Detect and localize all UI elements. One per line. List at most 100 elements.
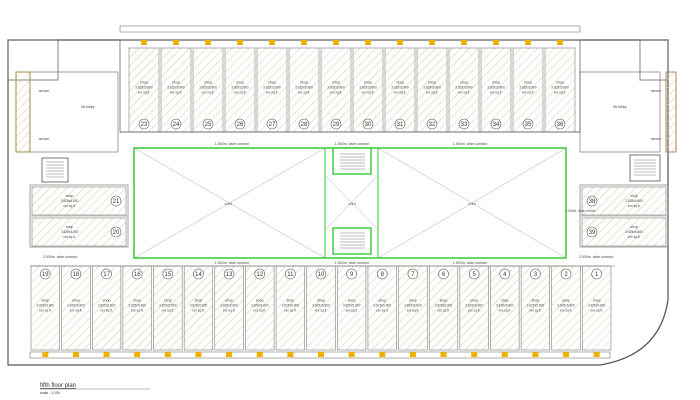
shop-label: shop — [286, 298, 294, 302]
column — [205, 40, 211, 45]
shop-dims: 3.825x5.800 — [519, 85, 537, 89]
shop-dims: 3.825x5.800 — [98, 303, 116, 307]
shop-number-circle — [362, 118, 374, 130]
column — [195, 352, 202, 357]
shop-label: shop — [72, 298, 80, 302]
shop-number: 6 — [442, 272, 446, 278]
shop-dims: 3.825x5.800 — [391, 85, 409, 89]
corridor-label-right: 2.000m. wide corridor — [579, 255, 614, 259]
shop-number-circle — [586, 226, 598, 238]
shop-number-circle — [315, 268, 327, 280]
shop-dims: 3.825x5.800 — [373, 303, 391, 307]
shop-number-circle — [202, 118, 214, 130]
shop-number-circle — [522, 118, 534, 130]
column — [333, 40, 339, 45]
column — [525, 40, 531, 45]
shop-dims: 3.825x5.800 — [312, 303, 330, 307]
shop-area: xxx sq.ft. — [253, 308, 266, 312]
shop-dims: 3.825x5.800 — [527, 303, 545, 307]
shop-number-circle — [138, 118, 150, 130]
stair-top — [332, 147, 372, 175]
shop-area: xxx sq.ft. — [39, 308, 52, 312]
shop-number: 26 — [237, 122, 244, 128]
shop-floor — [490, 265, 520, 351]
shop-number-circle — [426, 118, 438, 130]
shop-label: shop — [440, 298, 448, 302]
shop-number: 2 — [564, 272, 568, 278]
shop-floor — [544, 47, 576, 133]
shop-number: 13 — [226, 272, 233, 278]
shop-floor — [128, 47, 160, 133]
right-service-block — [579, 71, 661, 153]
shop-area: xxx sq.ft. — [138, 90, 151, 94]
shop-label: shop — [428, 80, 436, 84]
shop-label: shop — [378, 298, 386, 302]
stair-top-treads — [340, 153, 365, 170]
shop-number: 30 — [365, 122, 372, 128]
shop-number: 23 — [141, 122, 148, 128]
shop-number: 7 — [411, 272, 415, 278]
shop-dims: 3.825x5.800 — [404, 303, 422, 307]
shop-number-circle — [110, 226, 122, 238]
void-label: void — [468, 201, 475, 206]
shop-dims: 3.825x5.800 — [435, 303, 453, 307]
void-label: void — [224, 201, 231, 206]
shop-number: 10 — [318, 272, 325, 278]
shop-floor — [275, 265, 305, 351]
shop-floor — [256, 47, 288, 133]
shop-number-circle — [170, 118, 182, 130]
shop-dims: 3.825x5.800 — [61, 230, 79, 234]
right-lift-block — [665, 71, 677, 153]
shop-area: xxx sq.ft. — [266, 90, 279, 94]
shop-number: 9 — [350, 272, 354, 278]
void-x — [133, 147, 326, 259]
shop-label: shop — [396, 80, 404, 84]
stair-bottom-treads — [340, 232, 365, 249]
column — [557, 40, 563, 45]
shop-floor — [352, 47, 384, 133]
shop-area: xxx sq.ft. — [490, 90, 503, 94]
left-lift-label: lift lobby — [81, 105, 94, 109]
shop-number-circle — [554, 118, 566, 130]
shop-dims: 3.825x5.800 — [625, 199, 643, 203]
left-block — [7, 39, 59, 81]
shop-number-circle — [40, 268, 51, 280]
shop-floor — [192, 47, 224, 133]
corridor-label-mid: 1.500m. wide corridor — [335, 142, 370, 146]
shop-label: shop — [556, 80, 564, 84]
column — [348, 352, 355, 357]
shop-number-circle — [298, 118, 310, 130]
shop-dims: 3.825x5.800 — [465, 303, 483, 307]
shop-number: 29 — [333, 122, 340, 128]
shop-label: shop — [195, 298, 203, 302]
shop-floor — [288, 47, 320, 133]
shop-label: shop — [164, 298, 172, 302]
shop-area: xxx sq.ft. — [131, 308, 144, 312]
corridor-label-side: 1.500m. wide corridor — [566, 209, 598, 213]
shop-area: xxx sq.ft. — [100, 308, 113, 312]
shop-area: xxx sq.ft. — [468, 308, 481, 312]
shop-floor — [428, 265, 459, 351]
column — [164, 352, 171, 357]
shop-dims: 3.825x5.800 — [231, 85, 249, 89]
shop-dims: 3.825x5.800 — [159, 303, 177, 307]
shop-label: shop — [348, 298, 356, 302]
